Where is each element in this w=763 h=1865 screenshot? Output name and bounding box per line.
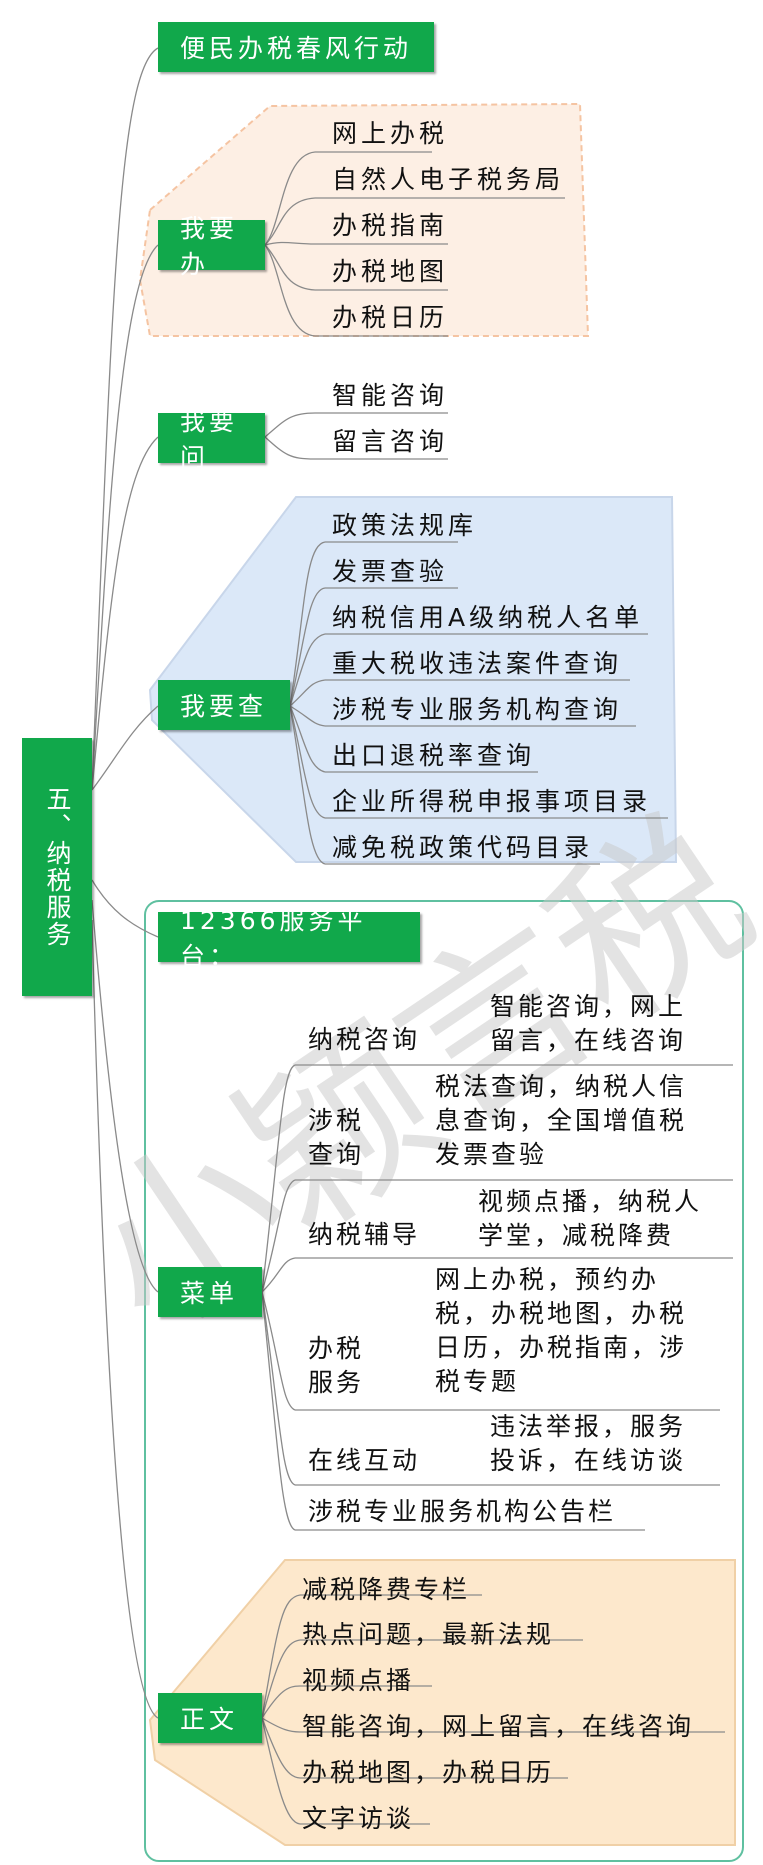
leaf-cha-3[interactable]: 纳税信用A级纳税人名单 — [332, 603, 644, 632]
body-item-2[interactable]: 热点问题，最新法规 — [302, 1620, 555, 1649]
leaf-ban-2[interactable]: 自然人电子税务局 — [332, 165, 565, 194]
leaf-cha-2[interactable]: 发票查验 — [332, 557, 449, 586]
leaf-ban-5[interactable]: 办税日历 — [332, 303, 449, 332]
body-item-6[interactable]: 文字访谈 — [302, 1804, 415, 1833]
body-item-3[interactable]: 视频点播 — [302, 1666, 415, 1695]
menu-item-2-name[interactable]: 涉税 查询 — [308, 1106, 365, 1169]
menu-item-5-detail: 违法举报，服务 投诉，在线访谈 — [490, 1412, 687, 1475]
node-wo-yao-cha-label: 我要查 — [180, 692, 268, 721]
menu-item-5-name[interactable]: 在线互动 — [308, 1446, 421, 1475]
ban-panel — [138, 102, 590, 337]
menu-item-1-name[interactable]: 纳税咨询 — [308, 1025, 421, 1054]
leaf-ban-4[interactable]: 办税地图 — [332, 257, 449, 286]
platform-frame — [144, 900, 744, 1862]
node-body[interactable]: 正文 — [158, 1693, 262, 1743]
leaf-cha-5[interactable]: 涉税专业服务机构查询 — [332, 695, 623, 724]
node-wo-yao-cha[interactable]: 我要查 — [158, 680, 290, 730]
leaf-cha-6[interactable]: 出口退税率查询 — [332, 741, 536, 770]
body-item-5[interactable]: 办税地图，办税日历 — [302, 1758, 555, 1787]
leaf-ban-3[interactable]: 办税指南 — [332, 211, 449, 240]
node-12366-platform[interactable]: 12366服务平台： — [158, 906, 420, 971]
leaf-cha-7[interactable]: 企业所得税申报事项目录 — [332, 787, 652, 816]
root-label: 五、纳税服务 — [43, 786, 72, 948]
node-wo-yao-ban-label: 我要办 — [180, 214, 239, 279]
node-spring-action-label: 便民办税春风行动 — [180, 34, 413, 63]
menu-item-4-detail: 网上办税，预约办 税，办税地图，办税 日历，办税指南，涉 税专题 — [435, 1265, 688, 1396]
menu-item-3-name[interactable]: 纳税辅导 — [308, 1220, 421, 1249]
menu-item-4-name[interactable]: 办税 服务 — [308, 1334, 365, 1397]
menu-item-1-detail: 智能咨询，网上 留言，在线咨询 — [490, 992, 687, 1055]
body-item-1[interactable]: 减税降费专栏 — [302, 1575, 471, 1604]
leaf-ban-1[interactable]: 网上办税 — [332, 119, 449, 148]
menu-item-3-detail: 视频点播，纳税人 学堂，减税降费 — [478, 1187, 703, 1250]
node-wo-yao-wen-label: 我要问 — [180, 407, 239, 472]
root-node[interactable]: 五、纳税服务 — [22, 738, 92, 996]
body-panel — [148, 1559, 736, 1846]
menu-item-2-detail: 税法查询，纳税人信 息查询，全国增值税 发票查验 — [435, 1072, 688, 1169]
node-wo-yao-ban[interactable]: 我要办 — [158, 214, 265, 279]
leaf-cha-8[interactable]: 减免税政策代码目录 — [332, 833, 594, 862]
node-12366-platform-label: 12366服务平台： — [180, 906, 367, 971]
leaf-wen-2[interactable]: 留言咨询 — [332, 427, 449, 456]
node-body-label: 正文 — [180, 1705, 239, 1734]
node-spring-action[interactable]: 便民办税春风行动 — [158, 22, 434, 72]
leaf-cha-1[interactable]: 政策法规库 — [332, 511, 478, 540]
leaf-wen-1[interactable]: 智能咨询 — [332, 381, 449, 410]
body-item-4[interactable]: 智能咨询，网上留言，在线咨询 — [302, 1712, 695, 1741]
menu-item-6[interactable]: 涉税专业服务机构公告栏 — [308, 1497, 617, 1526]
node-menu-label: 菜单 — [180, 1279, 239, 1308]
leaf-cha-4[interactable]: 重大税收违法案件查询 — [332, 649, 623, 678]
node-wo-yao-wen[interactable]: 我要问 — [158, 407, 265, 472]
node-menu[interactable]: 菜单 — [158, 1267, 262, 1317]
